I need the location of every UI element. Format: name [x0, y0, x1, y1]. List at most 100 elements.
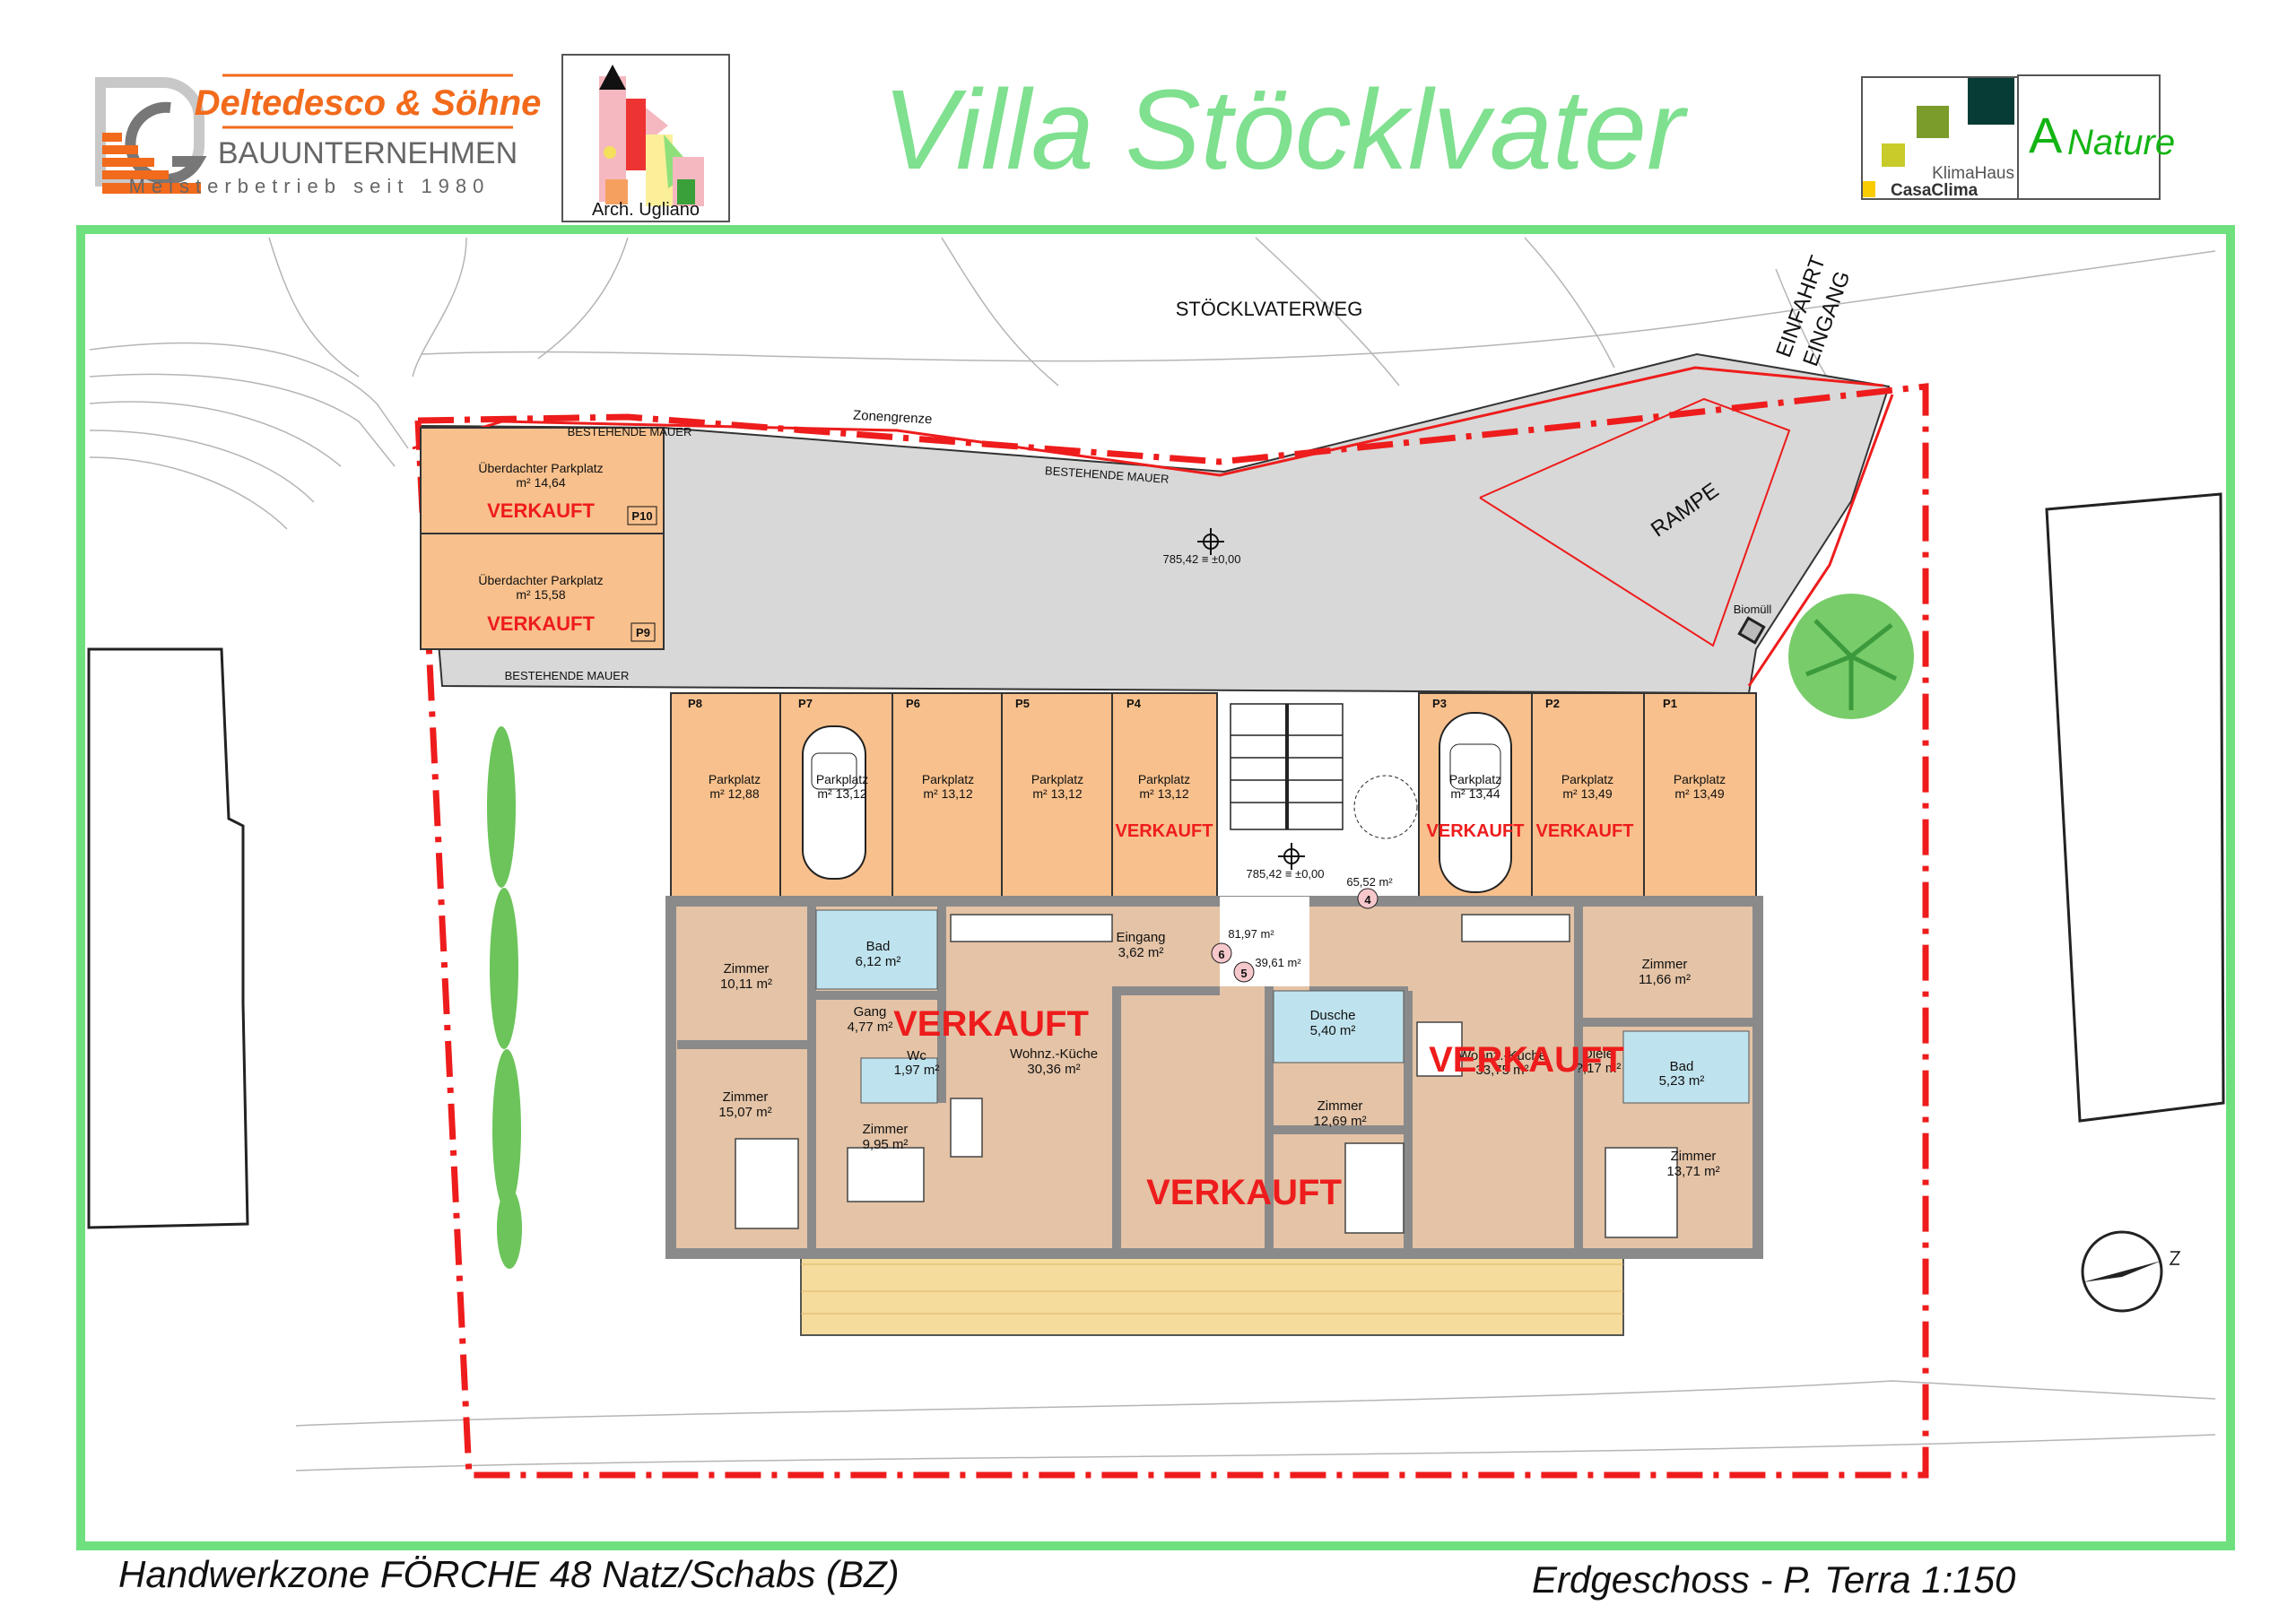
wall-label: BESTEHENDE MAUER [568, 425, 692, 438]
parking-tag-box [631, 622, 656, 642]
common-unit5_area-text: 39,61 m² [1255, 956, 1301, 969]
parking-1-label-text: Parkplatz [816, 772, 868, 786]
elevation-label: 785,42 ≡ ±0,00 [1246, 867, 1324, 881]
header-energy_class_word-text: Nature [2067, 123, 2175, 162]
rooms-11-area-text: 11,66 m² [1639, 972, 1691, 987]
car-icon [1439, 712, 1512, 893]
terrain-contours [89, 237, 2216, 1471]
ramp-outline [1479, 397, 1791, 647]
parking-4-sold-text: VERKAUFT [1116, 821, 1213, 841]
rooms-5-name-text: Zimmer [723, 1089, 769, 1105]
common-unit6_area-text: 81,97 m² [1228, 927, 1274, 941]
rooms-9-name-text: Zimmer [1318, 1098, 1363, 1114]
rooms-12-name-text: Diele [1583, 1046, 1613, 1062]
parking-4-label-text: Parkplatz [1138, 772, 1190, 786]
rooms-10-area-text: 33,75 m² [1475, 1063, 1528, 1078]
rooms-4-name-text: Wohnz.-Küche [1010, 1046, 1098, 1062]
parking-2-label-text: Parkplatz [922, 772, 974, 786]
wall-label: BESTEHENDE MAUER [505, 669, 630, 682]
parking-2-area-text: m² 13,12 [923, 786, 972, 801]
zone-border-label: Zonengrenze [853, 408, 933, 428]
rooms-13-area-text: 5,23 m² [1659, 1073, 1705, 1089]
zone-border-line [412, 366, 1884, 477]
covered-parking-p9 [420, 533, 665, 650]
builder-type: BAUUNTERNEHMEN [218, 136, 517, 170]
unit-5-badge [1233, 961, 1255, 983]
parking-0-label-text: Parkplatz [709, 772, 761, 786]
architect-logo: Arch. Ugliano [561, 54, 730, 222]
rooms-14-area-text: 13,71 m² [1666, 1164, 1719, 1179]
elevation-label: 785,42 ≡ ±0,00 [1162, 552, 1240, 566]
rooms-14-name-text: Zimmer [1671, 1149, 1717, 1164]
rooms-0-area-text: 10,11 m² [720, 976, 772, 992]
parking-1-tag-text: P7 [798, 697, 813, 710]
covered_parking-0-area-text: m² 14,64 [516, 475, 565, 490]
rooms-7-name-text: Eingang [1116, 930, 1165, 945]
parking-tag-box [627, 506, 657, 525]
parking-6-sold-text: VERKAUFT [1536, 821, 1634, 841]
covered_parking-0-sold-text: VERKAUFT [487, 499, 595, 522]
header-energy_class_letter-text: A [2029, 107, 2063, 163]
parking-0-tag-text: P8 [688, 697, 702, 710]
builder-tagline: Meisterbetrieb seit 1980 [129, 175, 491, 197]
biowaste-label: Biomüll [1734, 603, 1772, 616]
parking-7-label-text: Parkplatz [1674, 772, 1726, 786]
rooms-3-name-text: Wc [907, 1048, 926, 1063]
parking-0-area-text: m² 12,88 [709, 786, 759, 801]
parking-2-tag-text: P6 [906, 697, 920, 710]
rooms-1-name-text: Bad [866, 939, 891, 954]
unit-6-badge [1211, 942, 1232, 964]
covered_parking-1-label-text: Überdachter Parkplatz [478, 572, 603, 587]
rooms-2-area-text: 4,77 m² [848, 1020, 893, 1035]
covered_parking-0-tag-text: P10 [631, 509, 652, 523]
unit-4-badge [1357, 888, 1378, 909]
neighbor-building-right [2045, 492, 2225, 1123]
elevation-marker-icon [1197, 528, 1224, 555]
neighbor-building-left [87, 647, 249, 1229]
builder-logo: Deltedesco & Söhne BAUUNTERNEHMEN Meiste… [95, 74, 542, 197]
klimahaus-logo: KlimaHaus CasaClima [1861, 76, 2019, 200]
rooms-6-name-text: Zimmer [863, 1122, 909, 1137]
parking-5-sold-text: VERKAUFT [1427, 821, 1525, 841]
common-unit5_no-text: 5 [1240, 967, 1247, 980]
page-title: Villa Stöcklvater [883, 66, 1689, 193]
street-label: STÖCKLVATERWEG [1176, 298, 1363, 320]
rooms-1-area-text: 6,12 m² [856, 954, 901, 969]
covered-parking-p10 [420, 427, 665, 534]
driveway-yard [419, 352, 1891, 695]
common-unit4_area-text: 65,52 m² [1346, 875, 1393, 889]
parking-6-area-text: m² 13,49 [1562, 786, 1612, 801]
north-arrow-icon [2081, 1230, 2181, 1313]
parking-7-tag-text: P1 [1663, 697, 1677, 710]
elevation-marker-icon [1278, 843, 1305, 870]
header-klimahaus_line2-text: CasaClima [1891, 181, 1979, 200]
parking-5-label-text: Parkplatz [1449, 772, 1501, 786]
tree-icon [1788, 594, 1914, 719]
unit-sold-label: VERKAUFT [1146, 1173, 1342, 1212]
covered_parking-1-tag-text: P9 [636, 626, 650, 639]
boundary-line [1747, 394, 1894, 687]
car-icon [802, 725, 866, 880]
wheelchair-turning-icon [1353, 775, 1418, 839]
parking-7-area-text: m² 13,49 [1674, 786, 1724, 801]
parking-4-tag-text: P4 [1126, 697, 1142, 710]
rooms-3-area-text: 1,97 m² [894, 1063, 940, 1078]
covered_parking-0-label-text: Überdachter Parkplatz [478, 460, 603, 475]
rooms-10-name-text: Wohnz.-Küche [1458, 1048, 1546, 1063]
builder-name: Deltedesco & Söhne [195, 83, 542, 123]
parking-3-tag-text: P5 [1015, 697, 1030, 710]
common-unit4_no-text: 4 [1364, 893, 1371, 907]
building [665, 896, 1763, 1336]
architect-name: Arch. Ugliano [592, 200, 700, 220]
common-unit6_no-text: 6 [1218, 948, 1224, 961]
rooms-8-name-text: Dusche [1310, 1008, 1356, 1023]
rooms-4-area-text: 30,36 m² [1027, 1062, 1080, 1077]
rooms-7-area-text: 3,62 m² [1118, 945, 1164, 960]
rooms-0-name-text: Zimmer [724, 961, 770, 976]
covered_parking-1-area-text: m² 15,58 [516, 587, 565, 602]
rooms-11-name-text: Zimmer [1642, 957, 1688, 972]
address-label: Handwerkzone FÖRCHE 48 Natz/Schabs (BZ) [118, 1553, 900, 1595]
